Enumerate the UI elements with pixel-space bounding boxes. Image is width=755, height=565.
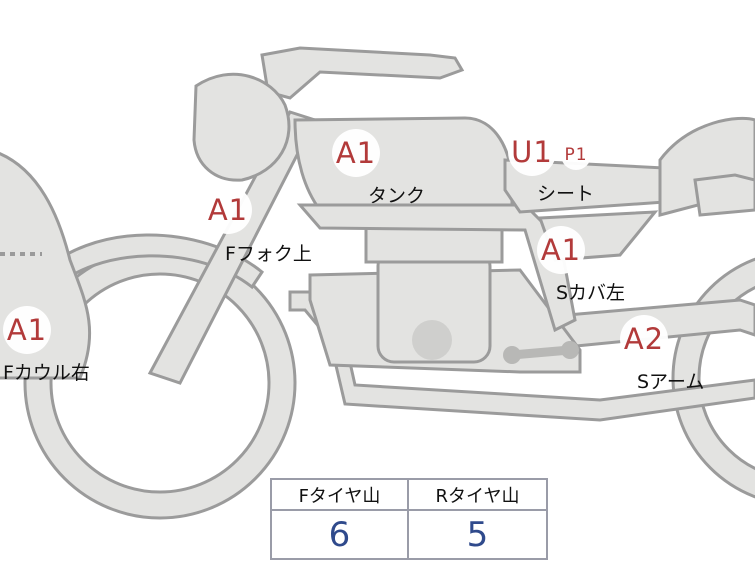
engine-cover-icon (412, 320, 452, 360)
front-tire-header: Fタイヤ山 (272, 480, 409, 511)
tire-tread-table: Fタイヤ山 Rタイヤ山 6 5 (270, 478, 548, 560)
handlebar-icon (260, 46, 465, 100)
rear-wheel-icon (671, 257, 755, 499)
rear-shock-icon (693, 173, 755, 217)
part-label-s-cover-left: Sカバ左 (556, 282, 626, 304)
part-label-seat: シート (537, 183, 595, 205)
rear-tire-header: Rタイヤ山 (409, 480, 546, 511)
part-label-tank: タンク (368, 185, 426, 207)
part-label-f-cowl-right: Fカウル右 (3, 362, 90, 384)
footpeg-icon (507, 345, 575, 360)
headlight-icon (192, 72, 291, 182)
damage-marker-tank: A1 (332, 129, 380, 177)
front-tire-value: 6 (272, 511, 409, 558)
damage-marker-seat: U1 (508, 128, 556, 176)
front-fender-icon (35, 233, 265, 293)
damage-marker-f-fork-upper: A1 (204, 186, 252, 234)
seat-icon (503, 158, 667, 214)
part-label-f-fork-upper: Fフォク上 (225, 243, 312, 265)
rear-tire-value: 5 (466, 514, 489, 555)
damage-marker-s-cover-left: A1 (537, 226, 585, 274)
part-label-s-arm: Sアーム (637, 371, 705, 393)
damage-marker-seat-extra: P1 (561, 140, 591, 170)
damage-marker-s-arm: A2 (620, 315, 668, 363)
damage-marker-f-cowl-right: A1 (3, 306, 51, 354)
